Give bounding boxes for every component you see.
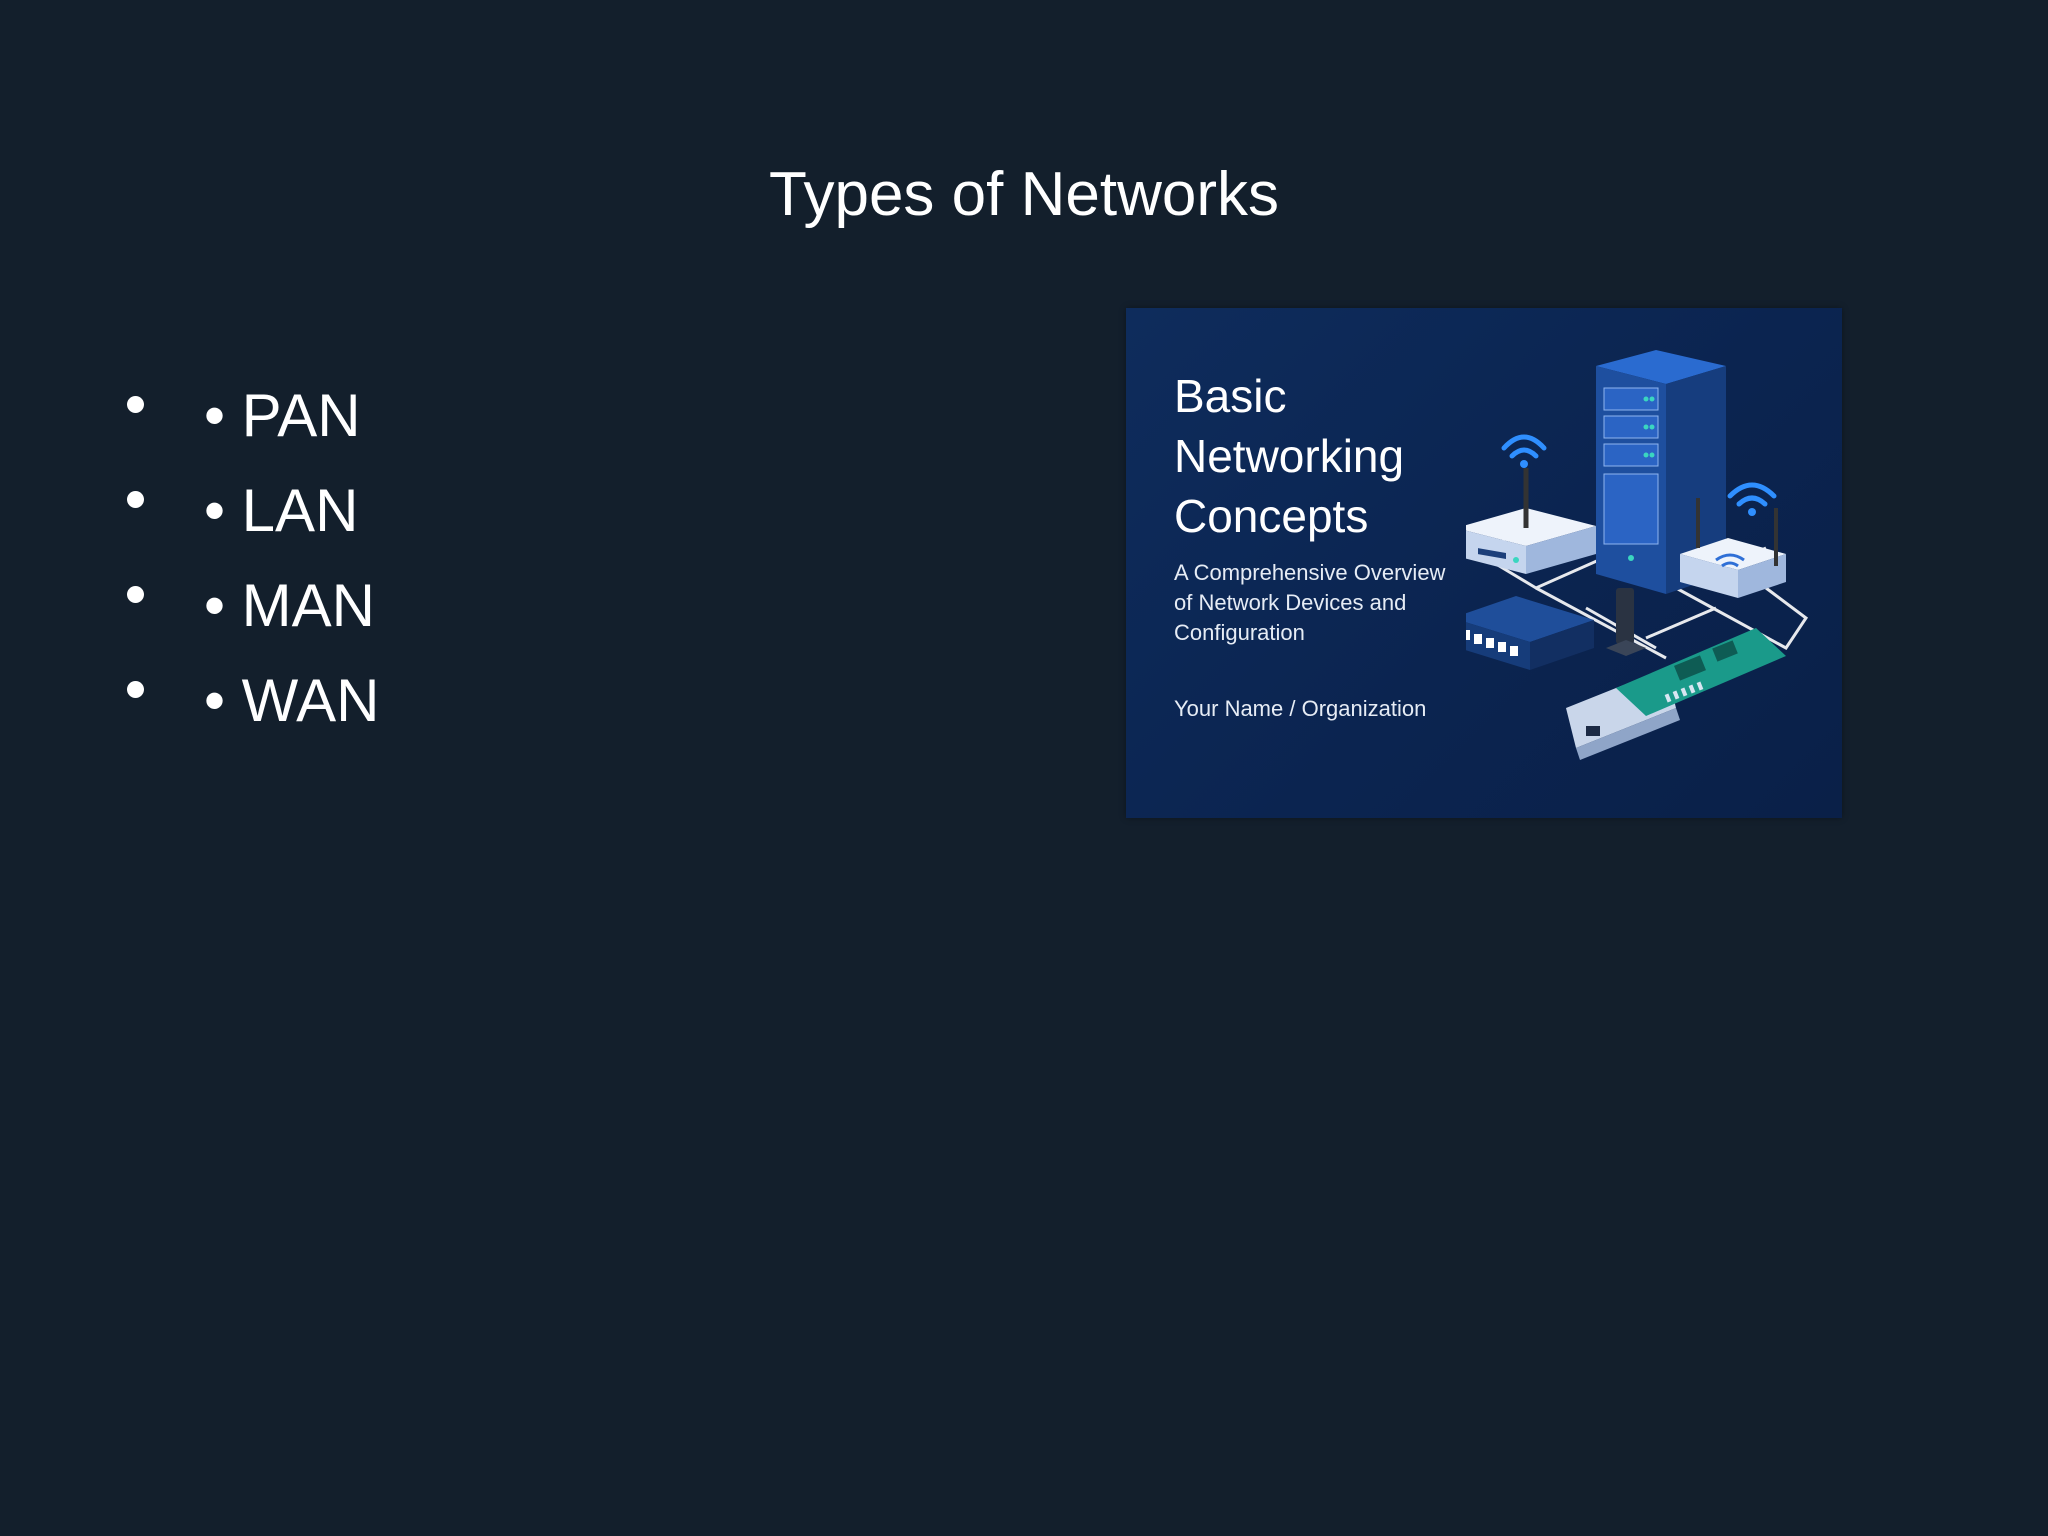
bullet-list: • PAN • LAN • MAN • WAN bbox=[120, 368, 379, 748]
list-item: • PAN bbox=[120, 368, 379, 463]
thumbnail-subtitle-line: A Comprehensive Overview bbox=[1174, 560, 1446, 585]
antenna-icon bbox=[1606, 588, 1646, 656]
thumbnail-subtitle-line: Configuration bbox=[1174, 620, 1305, 645]
thumbnail-title-line: Basic bbox=[1174, 370, 1287, 422]
list-item-text: • MAN bbox=[204, 572, 376, 639]
router-icon bbox=[1466, 468, 1596, 574]
router-icon bbox=[1680, 498, 1786, 598]
thumbnail-title-line: Concepts bbox=[1174, 490, 1369, 542]
list-item: • WAN bbox=[120, 653, 379, 748]
bullet-dot-icon bbox=[127, 396, 144, 413]
thumbnail-subtitle-line: of Network Devices and bbox=[1174, 590, 1407, 615]
slide-title: Types of Networks bbox=[769, 160, 1279, 229]
bullet-dot-icon bbox=[127, 491, 144, 508]
thumbnail-title-line: Networking bbox=[1174, 430, 1405, 482]
network-devices-illustration bbox=[1466, 350, 1809, 760]
wifi-icon bbox=[1501, 434, 1547, 468]
wifi-icon bbox=[1727, 482, 1777, 516]
network-card-icon bbox=[1566, 628, 1786, 760]
server-icon bbox=[1596, 350, 1726, 594]
list-item-text: • LAN bbox=[204, 477, 359, 544]
list-item: • LAN bbox=[120, 463, 379, 558]
thumbnail-image: Basic Networking Concepts A Comprehensiv… bbox=[1126, 308, 1842, 818]
thumbnail-subtitle: A Comprehensive Overview of Network Devi… bbox=[1174, 558, 1494, 648]
switch-icon bbox=[1466, 596, 1594, 670]
list-item-text: • WAN bbox=[204, 667, 380, 734]
bullet-dot-icon bbox=[127, 681, 144, 698]
list-item: • MAN bbox=[120, 558, 379, 653]
bullet-dot-icon bbox=[127, 586, 144, 603]
thumbnail-title: Basic Networking Concepts bbox=[1174, 366, 1474, 546]
list-item-text: • PAN bbox=[204, 382, 361, 449]
thumbnail-author: Your Name / Organization bbox=[1174, 696, 1427, 721]
